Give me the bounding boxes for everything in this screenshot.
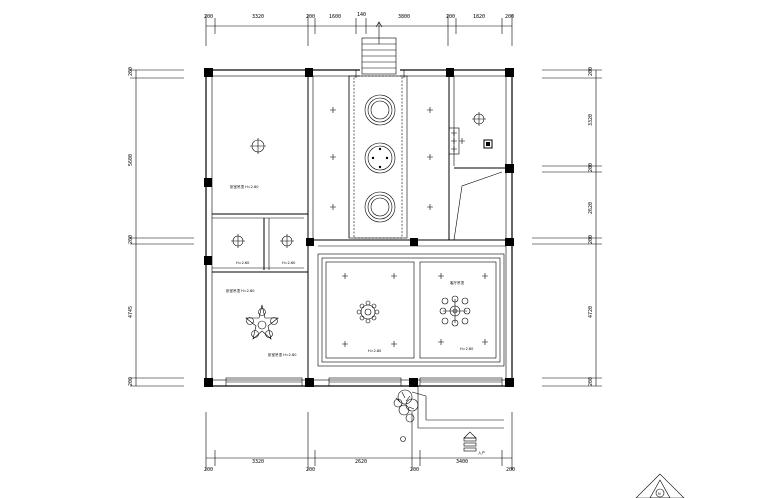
top-stair xyxy=(361,21,397,75)
dim-left-1: 200 xyxy=(128,67,134,76)
outer-walls xyxy=(205,68,513,387)
entrance-steps xyxy=(411,386,504,429)
dim-right-6: 4720 xyxy=(588,306,594,318)
right-upper-room-fixtures xyxy=(448,112,493,155)
dim-top-1: 200 xyxy=(204,14,213,20)
entrance-plants xyxy=(393,389,419,442)
center-ceiling-strip xyxy=(348,75,408,239)
label-bottom-left-room: 卧室吊顶 H=2.80 xyxy=(226,288,254,293)
label-entrance: 入户 xyxy=(478,450,485,455)
right-dimension-line: 200 3320 200 2620 200 4720 200 xyxy=(532,67,602,387)
label-top-left-room: 卧室吊顶 H=2.80 xyxy=(230,184,258,189)
structural-columns xyxy=(204,68,514,387)
label-small-left: H=2.60 xyxy=(236,261,249,265)
dim-bottom-7: 200 xyxy=(506,467,515,473)
dim-right-3: 200 xyxy=(588,163,594,172)
small-room-light-right xyxy=(280,234,294,248)
dim-right-5: 200 xyxy=(588,235,594,244)
north-arrow-icon: N xyxy=(635,473,685,498)
dim-top-5: 140 xyxy=(357,12,366,18)
dim-bottom-6: 3400 xyxy=(456,459,468,465)
small-room-light-left xyxy=(231,234,245,248)
downlights xyxy=(330,107,488,347)
center-ornament-light xyxy=(356,300,380,324)
dim-top-9: 200 xyxy=(505,14,514,20)
chandelier-lights xyxy=(364,94,396,223)
dim-bottom-1: 200 xyxy=(204,467,213,473)
bottom-dimension-line: 200 3320 200 2620 200 3400 200 xyxy=(204,412,515,473)
dim-top-7: 200 xyxy=(446,14,455,20)
living-room-main-light xyxy=(439,295,471,327)
bedroom-ceiling-light-1 xyxy=(250,138,266,154)
dim-right-1: 200 xyxy=(588,67,594,76)
label-small-right: H=2.60 xyxy=(282,261,295,265)
windows-bottom xyxy=(225,377,503,387)
north-label: N xyxy=(658,492,661,496)
label-center-lower: H=2.80 xyxy=(368,349,381,353)
chandelier-1 xyxy=(364,94,396,126)
interior-walls xyxy=(212,76,506,380)
chandelier-2 xyxy=(364,142,396,174)
dim-left-3: 200 xyxy=(128,235,134,244)
dim-top-6: 3800 xyxy=(398,14,410,20)
dim-top-2: 3320 xyxy=(252,14,264,20)
flower-pendant-light xyxy=(245,304,279,340)
living-room-ceiling xyxy=(317,253,505,367)
top-dimension-line: 200 3320 200 1600 140 3800 200 1820 200 xyxy=(204,12,514,46)
dim-bottom-5: 200 xyxy=(410,467,419,473)
dim-bottom-3: 200 xyxy=(306,467,315,473)
dim-top-8: 1820 xyxy=(473,14,485,20)
dim-top-4: 1600 xyxy=(329,14,341,20)
dim-right-2: 3320 xyxy=(588,114,594,126)
dim-left-5: 200 xyxy=(128,377,134,386)
dim-right-7: 200 xyxy=(588,377,594,386)
dim-left-2: 5600 xyxy=(128,154,134,166)
dim-left-4: 4745 xyxy=(128,306,134,318)
dim-top-3: 200 xyxy=(306,14,315,20)
label-bottom-left-height: 卧室吊顶 H=2.80 xyxy=(268,352,296,357)
label-right-lower: H=2.80 xyxy=(460,347,473,351)
entrance-symbol xyxy=(463,431,477,452)
chandelier-3 xyxy=(364,191,396,223)
left-dimension-line: 200 5600 200 4745 200 xyxy=(128,67,194,387)
dim-bottom-4: 2620 xyxy=(355,459,367,465)
dim-right-4: 2620 xyxy=(588,202,594,214)
dim-bottom-2: 3320 xyxy=(252,459,264,465)
label-living-room: 客厅吊顶 xyxy=(450,280,464,285)
